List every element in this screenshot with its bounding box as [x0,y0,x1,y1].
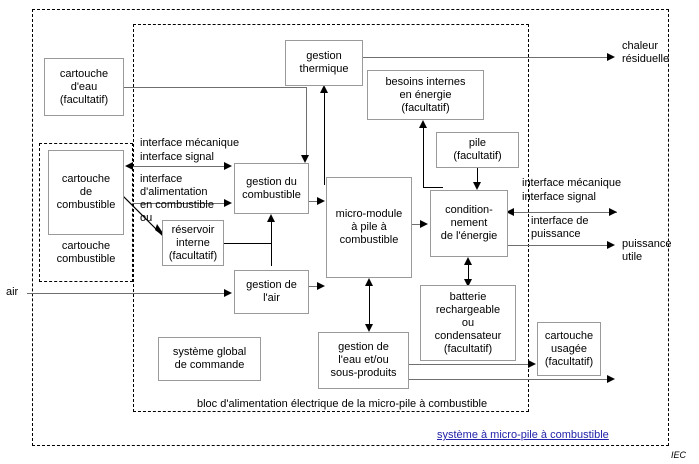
box-thermal-management[interactable]: gestion thermique [285,40,363,86]
line-battery-cell-to-energy [477,168,478,182]
label-signal-interface-right: interface signal [522,191,596,203]
box-fuel-management[interactable]: gestion du combustible [234,163,309,214]
line-power-interface-output [508,245,607,246]
arrowhead-into-internal-needs [418,120,427,128]
line-mechanical-signal-interface-left [133,166,229,167]
box-used-cartridge[interactable]: cartouche usagée (facultatif) [537,322,601,376]
line-water-to-fuel-management [124,87,306,88]
box-battery-cell[interactable]: pile (facultatif) [436,132,519,168]
arrowhead-into-micromodule-air [317,281,325,290]
box-fuel-cartridge[interactable]: cartouche de combustible [48,150,124,235]
label-iec-source-mark: IEC [671,450,687,460]
line-reservoir-up-to-fuel-management [271,243,272,266]
box-air-management[interactable]: gestion de l'air [234,270,309,314]
line-air-input [27,293,229,294]
fuel-cartridge-group-dashed-outline [39,143,133,282]
box-water-cartridge[interactable]: cartouche d'eau (facultatif) [44,58,124,116]
label-useful-power-output: puissance utile [622,238,672,263]
line-reservoir-right [224,243,272,244]
arrowhead-into-used-cartridge [528,359,536,368]
arrowhead-into-water-management [364,324,373,332]
arrowhead-into-energy-from-battery [463,257,472,265]
arrowhead-mechanical-signal-right [224,161,232,170]
line-micromodule-to-water-management [369,286,370,324]
arrowhead-mechanical-signal-outward [609,207,617,216]
label-system-caption: système à micro-pile à combustible [437,429,609,441]
label-air-input: air [6,286,19,298]
arrowhead-mechanical-signal-into-energy [506,207,514,216]
label-fuel-supply-interface: interface d'alimentation en combustible [140,173,214,211]
power-block-boundary-dashed-outline [133,24,529,412]
line-mechanical-signal-interface-right [513,212,617,213]
label-signal-interface-left: interface signal [140,151,214,163]
box-rechargeable-battery[interactable]: batterie rechargeable ou condensateur (f… [420,285,516,361]
line-water-management-to-external-output [409,379,607,380]
box-internal-reservoir[interactable]: réservoir interne (facultatif) [162,220,224,266]
arrowhead-external-byproduct-output [607,374,615,383]
arrowhead-into-micromodule-fuel [317,196,325,205]
line-water-down-to-fuel-management [306,87,307,155]
arrowhead-reservoir-into-fuel-management [266,214,275,222]
line-micromodule-to-thermal [324,93,325,185]
label-power-interface: interface de puissance [531,215,589,240]
line-fuel-management-to-micromodule [309,201,321,202]
fuel-cartridge-group-label: cartouche combustible [56,240,116,265]
label-power-block-caption: bloc d'alimentation électrique de la mic… [197,398,488,410]
line-fuel-supply-interface [133,203,229,204]
system-boundary-dashed-outline [32,9,669,446]
arrowhead-water-into-fuel-management [301,155,309,163]
label-waste-heat-output: chaleur résiduelle [622,40,670,65]
arrowhead-waste-heat [607,52,615,61]
box-internal-energy-needs[interactable]: besoins internes en énergie (facultatif) [367,70,484,120]
line-energy-to-rechargeable-battery [468,265,469,279]
line-energy-to-internal-needs [423,128,424,188]
label-or-connector: ou [140,212,153,224]
box-fuel-cell-micro-module[interactable]: micro-module à pile à combustible [326,177,412,278]
arrowhead-into-energy-conditioning [420,219,428,228]
arrowhead-into-thermal-management [319,85,328,93]
line-micromodule-to-energy-conditioning [412,224,424,225]
box-water-byproduct-management[interactable]: gestion de l'eau et/ou sous-produits [318,332,409,389]
arrowhead-useful-power [607,240,615,249]
line-air-management-to-micromodule [309,286,321,287]
line-thermal-to-waste-heat [363,57,607,58]
arrowhead-into-rechargeable-battery [463,279,472,287]
arrowhead-battery-cell-into-energy [472,182,481,190]
label-mechanical-interface-right: interface mécanique [522,177,622,189]
arrowhead-fuel-supply-into-management [224,198,232,207]
arrowhead-mechanical-signal-left [125,161,133,170]
line-reservoir-riser [271,222,272,244]
arrowhead-into-micromodule-water [364,278,373,286]
box-global-control-system[interactable]: système global de commande [158,337,261,381]
line-energy-needs-elbow [423,187,443,188]
line-water-management-to-used-cartridge [409,364,530,365]
arrowhead-air-into-air-management [224,288,232,297]
label-mechanical-interface-left: interface mécanique [140,137,240,149]
box-energy-conditioning[interactable]: condition- nement de l'énergie [430,190,508,257]
